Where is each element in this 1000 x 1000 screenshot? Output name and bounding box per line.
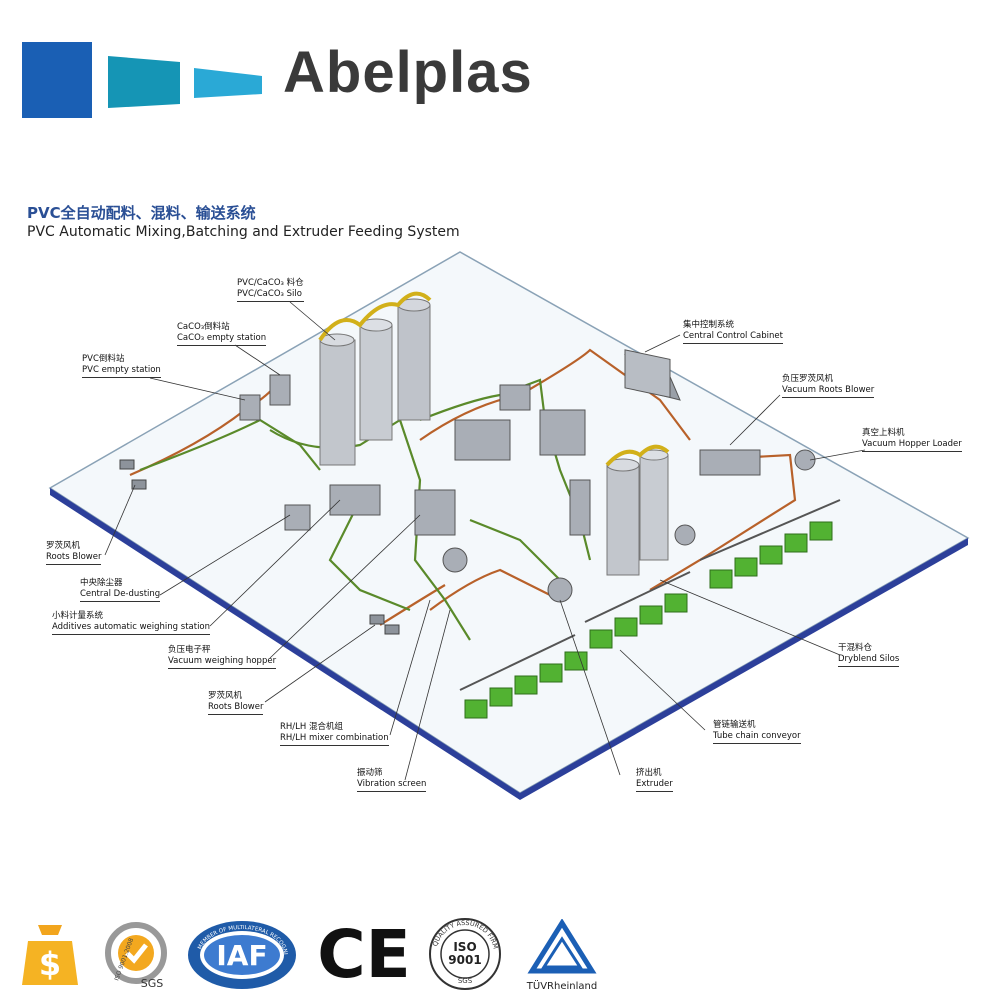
- svg-text:ISO: ISO: [453, 940, 476, 954]
- brand-name: Abelplas: [283, 40, 533, 105]
- svg-text:TÜVRheinland: TÜVRheinland: [526, 979, 597, 992]
- svg-text:SGS: SGS: [458, 977, 473, 985]
- extruders: [464, 521, 833, 719]
- iso9001-badge-icon: QUALITY ASSURED FIRM ISO 9001 SGS: [429, 918, 501, 990]
- svg-text:CE: CE: [318, 921, 410, 987]
- leader-lines: [104, 301, 866, 781]
- platform-edge-right: [520, 538, 968, 800]
- roots-blowers: [119, 459, 400, 635]
- silo-group-dryblend: [605, 444, 670, 576]
- iaf-badge-icon: IAF MEMBER OF MULTILATERAL RECOGNITION A…: [186, 919, 296, 989]
- diagram-title-en: PVC Automatic Mixing,Batching and Extrud…: [27, 224, 460, 240]
- extruder-rails: [459, 499, 841, 691]
- header: Abelplas: [0, 0, 1000, 130]
- ce-mark-icon: CE: [318, 921, 410, 987]
- diagram-title-cn: PVC全自动配料、混料、输送系统: [27, 204, 256, 222]
- certification-bar: $ SGS ISO 9001:2008 IAF MEMBER OF MULTIL…: [0, 905, 1000, 1000]
- svg-text:$: $: [39, 945, 61, 983]
- silo-group-main: [318, 291, 432, 466]
- svg-text:SGS: SGS: [141, 977, 164, 990]
- sgs-iso-badge-icon: SGS ISO 9001:2008: [105, 922, 167, 990]
- logo-mark-icon: [22, 42, 262, 118]
- mixer-machines: [239, 374, 816, 603]
- green-pipes: [139, 378, 592, 641]
- svg-text:9001: 9001: [448, 953, 481, 967]
- control-cabinet: [624, 349, 681, 401]
- money-bag-icon: $: [22, 925, 78, 985]
- tuv-rheinland-icon: TÜVRheinland: [526, 919, 597, 992]
- svg-text:IAF: IAF: [216, 939, 267, 972]
